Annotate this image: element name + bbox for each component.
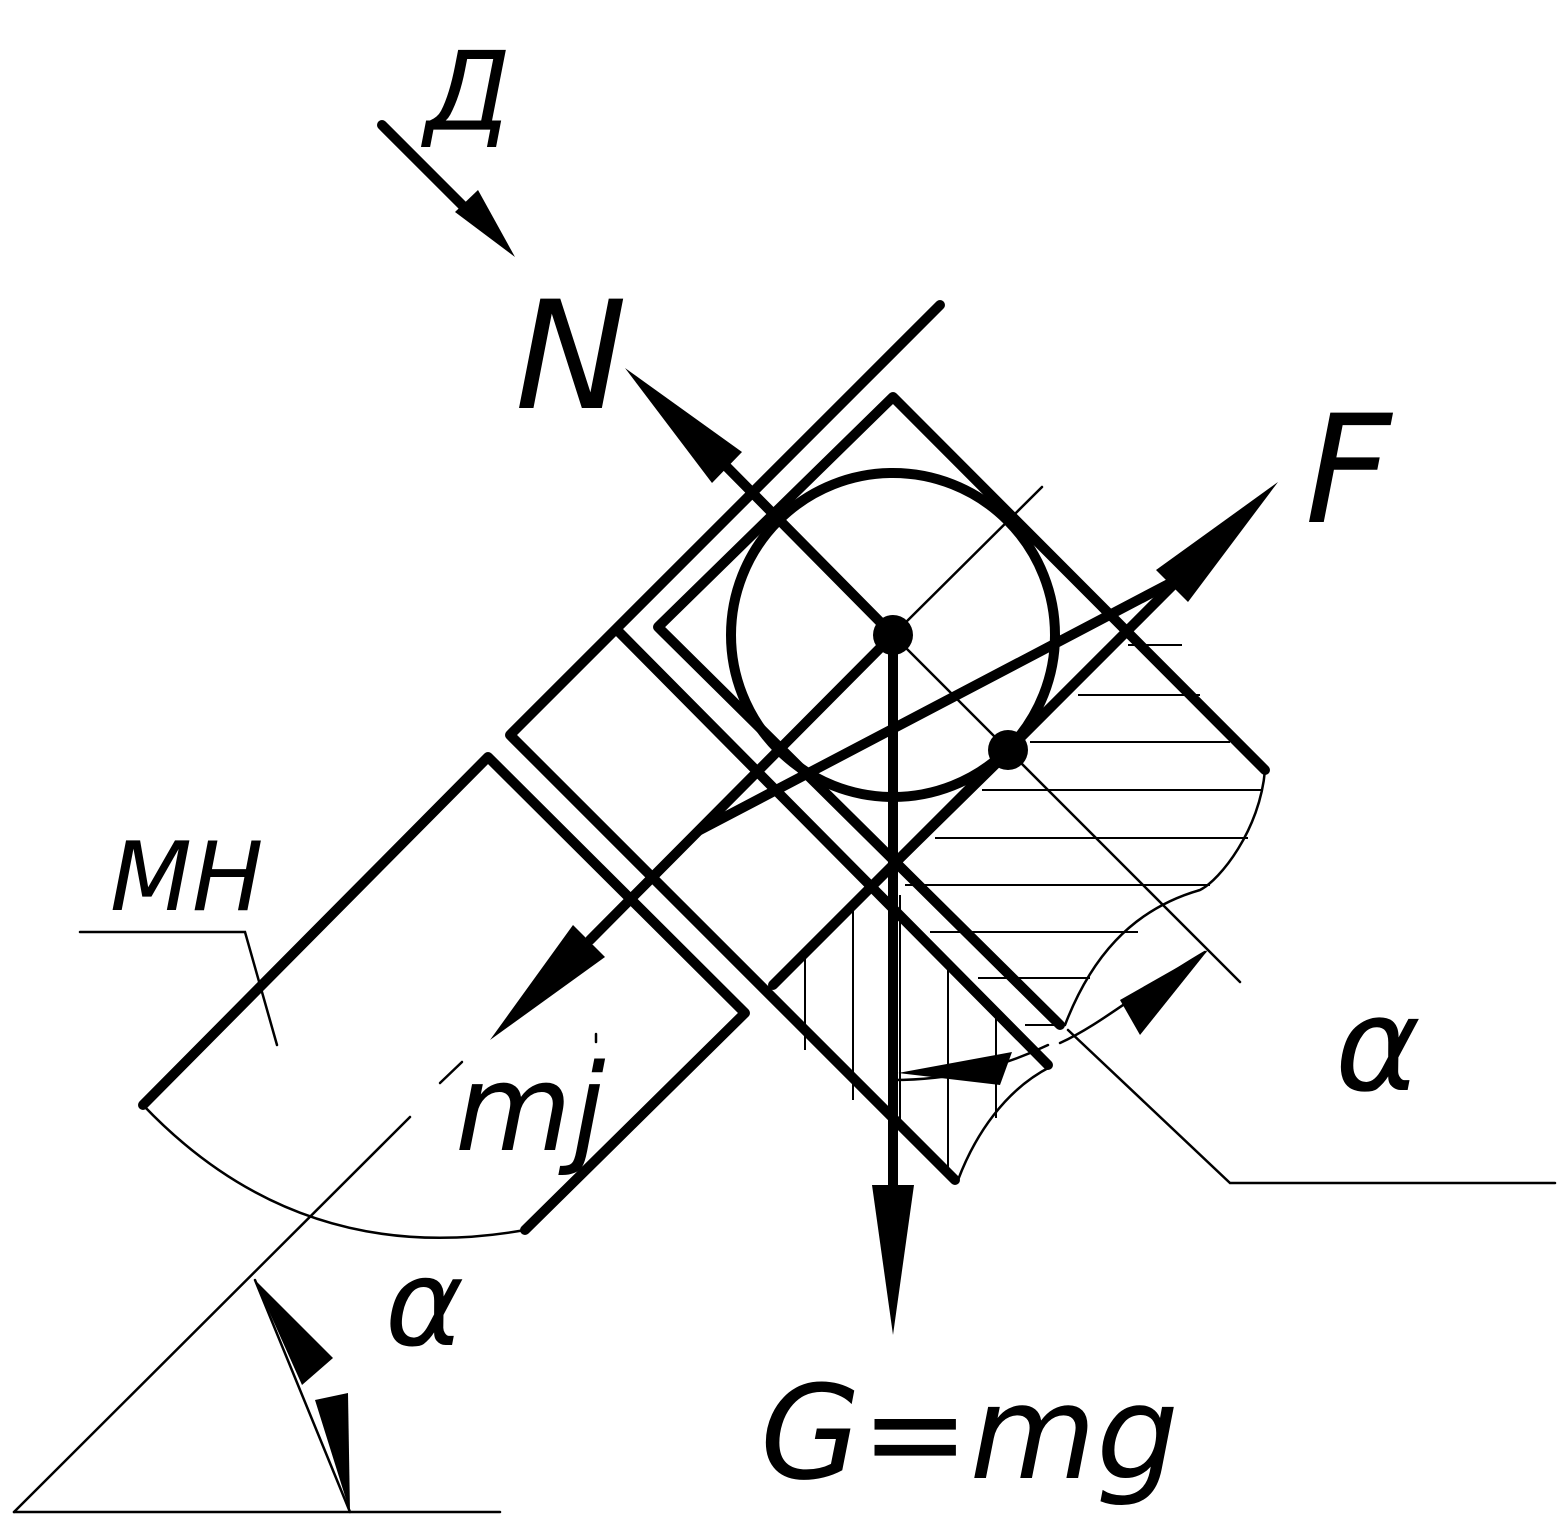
label-alpha-small: α <box>1335 969 1421 1121</box>
break-line-lower <box>956 1065 1052 1182</box>
lower-block <box>138 752 750 1235</box>
alpha-leader-line <box>1066 1028 1557 1185</box>
break-line-left <box>141 1103 527 1240</box>
break-line-right <box>1063 768 1267 1027</box>
guide-inner-edge <box>612 625 1053 1070</box>
vector-n <box>625 368 898 640</box>
incline-line <box>12 1115 412 1514</box>
alpha-arrows <box>255 950 1208 1512</box>
label-mn: МН <box>110 823 263 933</box>
label-mj: mj <box>455 1040 606 1179</box>
construction-lines <box>12 485 1557 1514</box>
vector-f <box>695 482 1278 870</box>
vector-mj <box>490 630 898 1040</box>
label-n: N <box>515 270 627 444</box>
mn-leader-line <box>78 930 279 1047</box>
incline-angle-arc <box>253 1278 352 1514</box>
center-axis-upper <box>891 485 1044 637</box>
vector-d <box>377 120 515 257</box>
label-g: G=mg <box>760 1357 1179 1509</box>
guide-rail <box>505 300 960 1185</box>
label-d: Д <box>420 28 511 156</box>
label-alpha-large: α <box>385 1235 464 1374</box>
label-f: F <box>1305 384 1394 558</box>
